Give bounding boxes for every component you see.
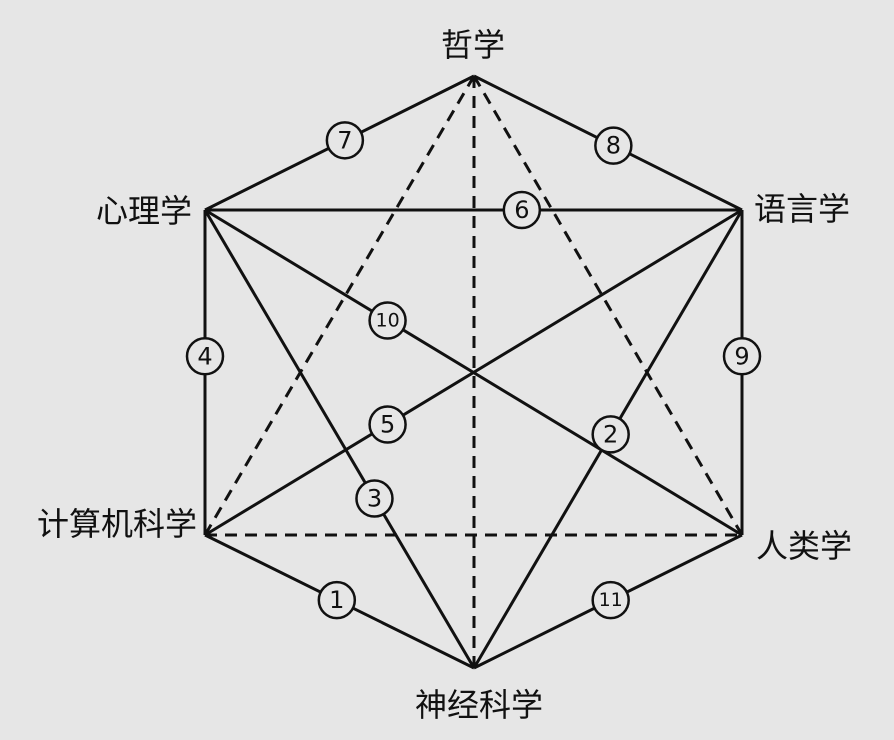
- edge-number-label: 8: [606, 132, 621, 160]
- node-label-linguistics: 语言学: [754, 190, 850, 228]
- node-label-anthropology: 人类学: [756, 527, 852, 565]
- edge-number-badge-1: 1: [317, 580, 357, 620]
- edge-psychology-neuroscience: [203, 209, 476, 669]
- edge-number-badge-8: 8: [594, 126, 633, 165]
- edge-number-circle: [368, 301, 407, 340]
- node-label-philosophy: 哲学: [441, 26, 505, 64]
- edge-number-badge-6: 6: [502, 190, 542, 230]
- edge-number-circle: [185, 337, 225, 376]
- labels-layer: 哲学 心理学 语言学 计算机科学 人类学 神经科学: [37, 26, 852, 724]
- edge-number-circle: [325, 121, 365, 160]
- edge-number-badge-2: 2: [591, 415, 630, 454]
- edge-number-label: 6: [514, 196, 529, 224]
- edge-philosophy-computer-science: [203, 75, 476, 536]
- edge-number-badge-11: 11: [591, 580, 630, 620]
- edge-number-label: 2: [603, 420, 618, 448]
- node-label-psychology: 心理学: [96, 192, 192, 230]
- edge-number-circle: [502, 190, 542, 230]
- edge-number-circle: [591, 415, 630, 454]
- edge-number-circle: [368, 405, 407, 444]
- edge-number-label: 9: [734, 342, 749, 370]
- edge-psychology-anthropology: [204, 208, 743, 537]
- edge-number-label: 4: [197, 342, 212, 370]
- edge-number-circle: [591, 580, 630, 620]
- edge-number-label: 5: [380, 411, 395, 439]
- edge-number-badge-9: 9: [722, 337, 762, 376]
- edge-number-circle: [594, 126, 633, 165]
- edge-number-badge-7: 7: [325, 121, 365, 160]
- edge-number-circle: [722, 337, 762, 376]
- badges-layer: 1 2 3 4 5 6 7 8 9 10 11: [185, 121, 762, 620]
- node-label-computer-science: 计算机科学: [37, 505, 197, 543]
- edge-number-label: 3: [367, 485, 382, 513]
- edge-philosophy-anthropology: [472, 75, 744, 536]
- edge-number-label: 7: [337, 126, 352, 154]
- edge-number-circle: [355, 479, 394, 518]
- edge-number-circle: [317, 580, 357, 620]
- edge-number-badge-5: 5: [368, 405, 407, 444]
- edges-layer: [203, 74, 744, 670]
- edge-number-label: 11: [599, 589, 623, 611]
- edge-number-badge-3: 3: [355, 479, 394, 518]
- node-label-neuroscience: 神经科学: [415, 686, 543, 724]
- edge-number-label: 10: [375, 310, 399, 332]
- edge-number-label: 1: [329, 586, 344, 614]
- edge-number-badge-10: 10: [368, 301, 407, 340]
- edge-number-badge-4: 4: [185, 337, 225, 376]
